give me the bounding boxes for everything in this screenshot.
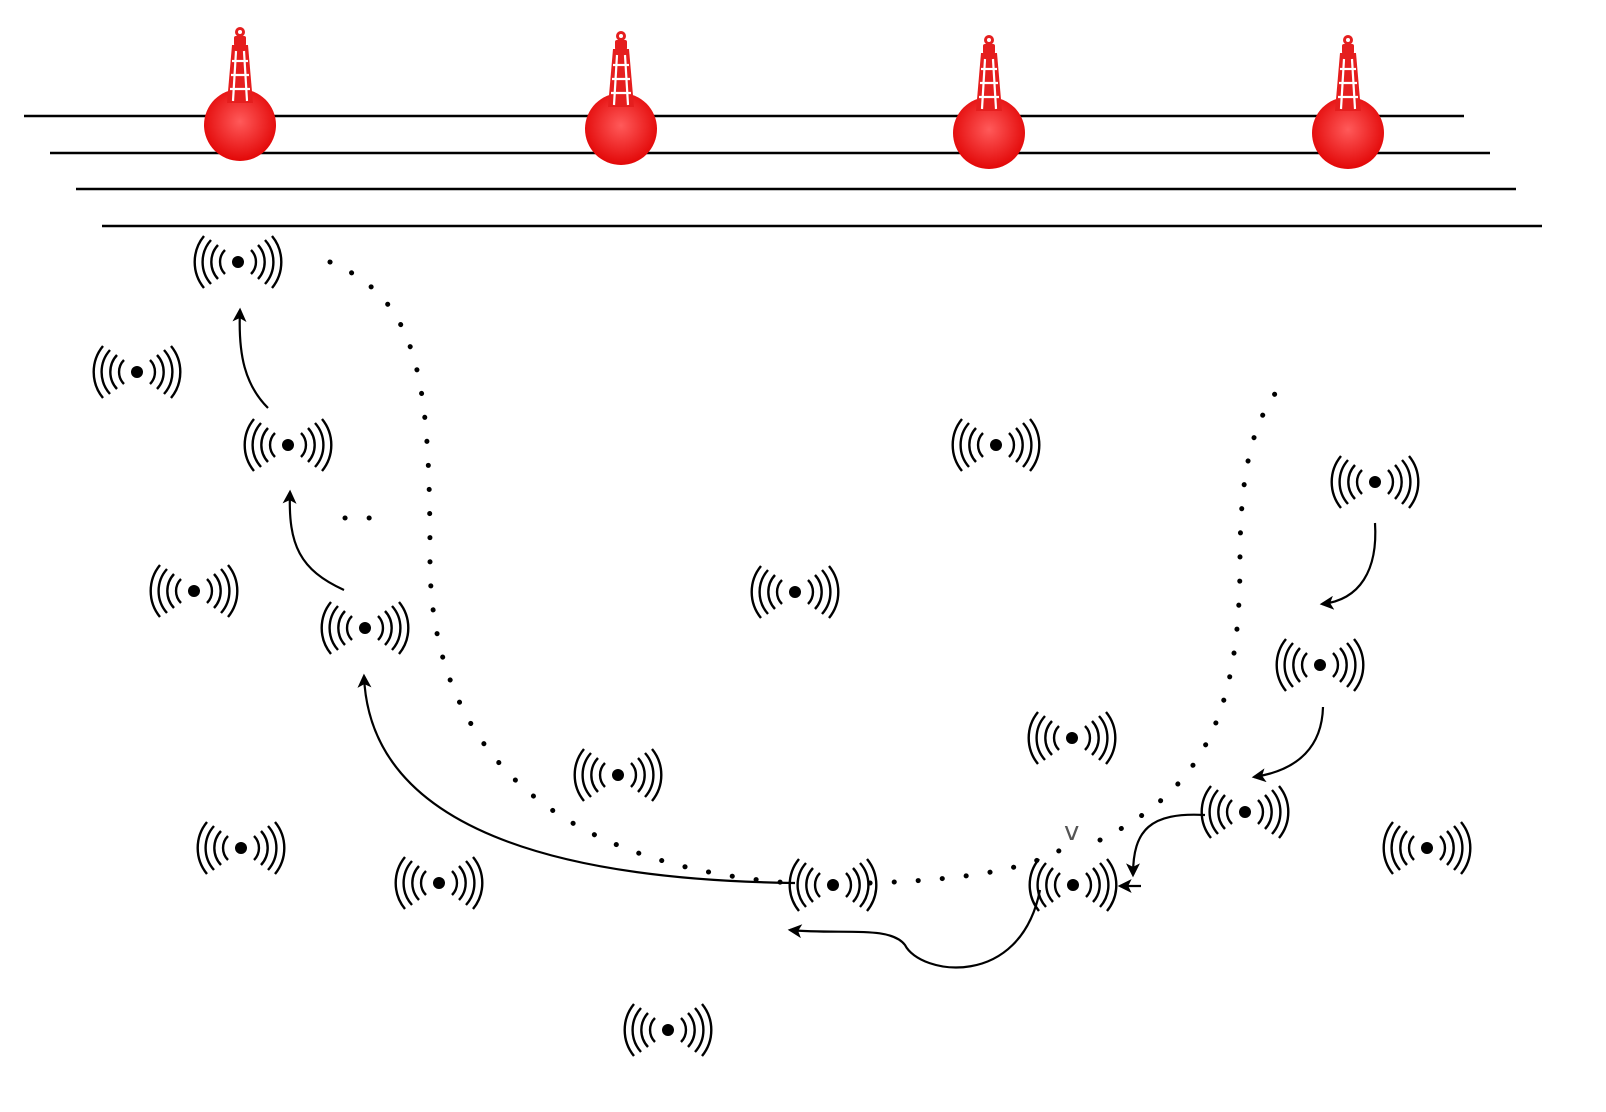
sensor-node-v-icon bbox=[1028, 857, 1118, 913]
dotted-path-right bbox=[1097, 375, 1290, 843]
sensor-node-icon bbox=[951, 417, 1041, 473]
sensor-node-icon bbox=[92, 344, 182, 400]
hop-arrow bbox=[1251, 706, 1325, 783]
dotted-path-bottom bbox=[867, 837, 1078, 886]
surface-buoy-icon bbox=[202, 25, 278, 163]
sensor-node-icon bbox=[750, 564, 840, 620]
hop-arrow bbox=[282, 489, 345, 592]
sensor-node-icon bbox=[1027, 710, 1117, 766]
dotted-path-left bbox=[327, 259, 793, 886]
sensor-node-icon bbox=[1382, 820, 1472, 876]
sensor-node-icon bbox=[1200, 784, 1290, 840]
surface-buoy-icon bbox=[1310, 33, 1386, 171]
sensor-node-icon bbox=[1330, 454, 1420, 510]
sensor-node-icon bbox=[573, 747, 663, 803]
sensor-node-icon bbox=[320, 600, 410, 656]
surface-buoys bbox=[202, 25, 1386, 171]
forwarding-arrows bbox=[232, 307, 1377, 969]
sensor-node-icon bbox=[243, 417, 333, 473]
surface-buoy-icon bbox=[951, 33, 1027, 171]
sensor-nodes bbox=[92, 234, 1472, 1058]
sensor-node-icon bbox=[1275, 637, 1365, 693]
sensor-node-icon bbox=[149, 563, 239, 619]
sensor-node-icon bbox=[193, 234, 283, 290]
hop-arrow bbox=[1126, 813, 1206, 878]
hop-arrow bbox=[232, 307, 269, 409]
hop-arrow bbox=[787, 889, 1042, 969]
sensor-node-icon bbox=[788, 857, 878, 913]
dotted-trajectories bbox=[327, 259, 1290, 886]
sensor-node-icon bbox=[196, 820, 286, 876]
surface-lines bbox=[24, 114, 1542, 228]
node-v-label: v bbox=[1064, 817, 1079, 847]
surface-buoy-icon bbox=[583, 29, 659, 167]
hop-arrow bbox=[1319, 522, 1377, 610]
hop-arrow bbox=[357, 673, 796, 885]
sensor-node-icon bbox=[623, 1002, 713, 1058]
sensor-node-icon bbox=[394, 855, 484, 911]
